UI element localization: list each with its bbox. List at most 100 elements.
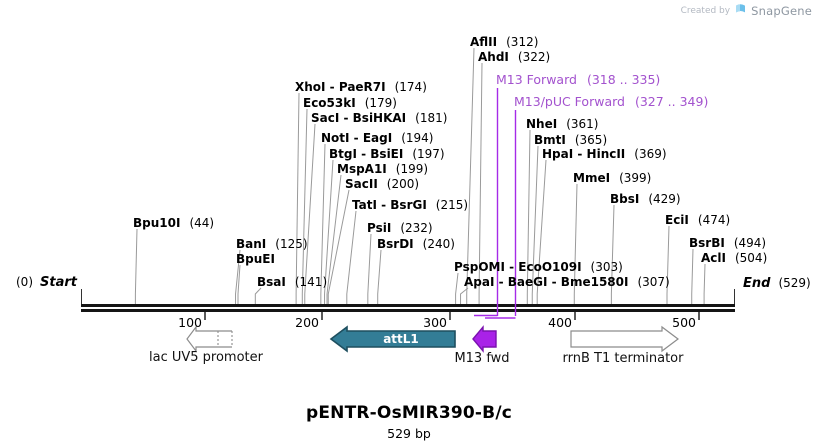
- enzyme-name: Eco53kI: [303, 96, 356, 110]
- enzyme-position: (504): [734, 251, 768, 265]
- enzyme-position: (215): [435, 198, 469, 212]
- start-text: Start: [40, 275, 77, 290]
- primer-label[interactable]: M13/pUC Forward(327 .. 349): [514, 95, 708, 109]
- enzyme-label[interactable]: NheI(361): [526, 117, 598, 131]
- primer-range: (318 .. 335): [586, 72, 661, 87]
- enzyme-site-line: [691, 248, 694, 304]
- enzyme-position: (125): [275, 237, 308, 251]
- enzyme-label[interactable]: AclI (504): [701, 251, 767, 265]
- enzyme-position: (361): [566, 117, 599, 131]
- end-text: End: [743, 276, 771, 291]
- enzyme-position: (200): [386, 177, 420, 191]
- enzyme-label[interactable]: TatI - BsrGI(215): [352, 198, 468, 212]
- enzyme-site-line: [235, 249, 241, 304]
- enzyme-site-line: [237, 264, 241, 304]
- enzyme-position: (44): [189, 216, 215, 230]
- enzyme-site-line: [573, 183, 578, 304]
- enzyme-name: ApaI - BaeGI - Bme1580I: [464, 275, 629, 289]
- enzyme-position: (197): [412, 147, 445, 161]
- enzyme-position: (322): [517, 50, 551, 64]
- enzyme-position: (179): [364, 96, 397, 110]
- enzyme-site-line: [346, 210, 357, 304]
- ruler-tick-label: 400: [548, 315, 572, 330]
- enzyme-label[interactable]: PsiI(232): [367, 221, 433, 235]
- ruler-tick-label: 300: [423, 315, 447, 330]
- sequence-start-label: (0) Start: [16, 275, 77, 290]
- enzyme-name: MmeI: [573, 171, 611, 185]
- enzyme-position: (399): [619, 171, 652, 185]
- enzyme-label[interactable]: BanI (125): [236, 237, 308, 251]
- enzyme-name: PsiI: [367, 221, 392, 235]
- enzyme-label[interactable]: ApaI - BaeGI - Bme1580I(307): [464, 275, 670, 289]
- enzyme-site-line: [610, 204, 615, 304]
- enzyme-label[interactable]: EciI (474): [665, 213, 730, 227]
- enzyme-label[interactable]: BbsI (429): [610, 192, 681, 206]
- plasmid-name: pENTR-OsMIR390-B/c: [305, 403, 513, 423]
- enzyme-name: BbsI: [610, 192, 640, 206]
- enzyme-name: BanI: [236, 237, 267, 251]
- enzyme-name: BsrDI: [377, 237, 414, 251]
- enzyme-site-line: [455, 272, 459, 304]
- enzyme-name: MspA1I: [337, 162, 387, 176]
- enzyme-name: Bpu10I: [133, 216, 181, 230]
- feature-arrow-rrnb-t1-terminator[interactable]: [570, 325, 679, 353]
- enzyme-label[interactable]: PspOMI - EcoO109I(303): [454, 260, 623, 274]
- enzyme-label[interactable]: MmeI (399): [573, 171, 651, 185]
- backbone-top-strand: [81, 304, 735, 307]
- enzyme-label[interactable]: Bpu10I (44): [133, 216, 214, 230]
- enzyme-position: (474): [697, 213, 731, 227]
- enzyme-position: (429): [648, 192, 681, 206]
- enzyme-label[interactable]: MspA1I(199): [337, 162, 428, 176]
- enzyme-label[interactable]: BpuEI: [236, 252, 275, 266]
- primer-name: M13 Forward: [496, 72, 577, 87]
- enzyme-name: PspOMI - EcoO109I: [454, 260, 582, 274]
- start-position: (0): [16, 275, 33, 289]
- enzyme-label[interactable]: AflII(312): [470, 35, 538, 49]
- enzyme-label[interactable]: BsaI(141): [257, 275, 327, 289]
- snapgene-brand-text: SnapGene: [751, 4, 812, 18]
- feature-arrow-lac-uv5-promoter[interactable]: [186, 325, 232, 353]
- enzyme-site-line: [666, 225, 670, 304]
- primer-name: M13/pUC Forward: [514, 94, 625, 109]
- enzyme-label[interactable]: SacI - BsiHKAI(181): [311, 111, 447, 125]
- enzyme-name: BsaI: [257, 275, 286, 289]
- enzyme-label[interactable]: SacII (200): [345, 177, 419, 191]
- enzyme-site-line: [324, 159, 334, 304]
- enzyme-name: EciI: [665, 213, 689, 227]
- enzyme-name: NotI - EagI: [321, 131, 393, 145]
- enzyme-name: XhoI - PaeR7I: [295, 80, 386, 94]
- enzyme-name: SacII: [345, 177, 378, 191]
- feature-label-m13-fwd[interactable]: M13 fwd: [454, 351, 510, 366]
- enzyme-label[interactable]: BmtI(365): [534, 133, 607, 147]
- enzyme-label[interactable]: Eco53kI (179): [303, 96, 397, 110]
- plasmid-size: 529 bp: [387, 426, 431, 441]
- ruler-tick-label: 500: [672, 315, 696, 330]
- enzyme-label[interactable]: XhoI - PaeR7I(174): [295, 80, 427, 94]
- feature-label-attl1[interactable]: attL1: [383, 332, 419, 346]
- enzyme-name: BpuEI: [236, 252, 275, 266]
- backbone-bottom-strand: [81, 309, 735, 312]
- enzyme-site-line: [703, 263, 706, 304]
- enzyme-site-line: [327, 189, 350, 304]
- feature-label-rrnb-t1-terminator[interactable]: rrnB T1 terminator: [562, 351, 684, 366]
- feature-label-lac-uv5-promoter[interactable]: lac UV5 promoter: [149, 350, 263, 365]
- ruler-tick-label: 100: [178, 315, 202, 330]
- enzyme-position: (369): [634, 147, 667, 161]
- enzyme-label[interactable]: NotI - EagI(194): [321, 131, 433, 145]
- sequence-end-label: End(529): [735, 276, 811, 291]
- enzyme-label[interactable]: BtgI - BsiEI(197): [329, 147, 445, 161]
- enzyme-site-line: [536, 159, 547, 304]
- enzyme-name: AhdI: [478, 50, 509, 64]
- enzyme-label[interactable]: AhdI (322): [478, 50, 550, 64]
- enzyme-site-line: [531, 145, 539, 304]
- feature-arrow-m13-fwd[interactable]: [472, 325, 497, 353]
- plasmid-title-block: pENTR-OsMIR390-B/c 529 bp: [0, 403, 818, 441]
- feature-arrow-attl1[interactable]: [329, 325, 456, 353]
- enzyme-label[interactable]: BsrDI(240): [377, 237, 455, 251]
- enzyme-label[interactable]: BsrBI(494): [689, 236, 766, 250]
- primer-label[interactable]: M13 Forward (318 .. 335): [496, 73, 660, 87]
- enzyme-site-line: [377, 249, 382, 304]
- enzyme-label[interactable]: HpaI - HincII(369): [542, 147, 667, 161]
- enzyme-name: AclI: [701, 251, 726, 265]
